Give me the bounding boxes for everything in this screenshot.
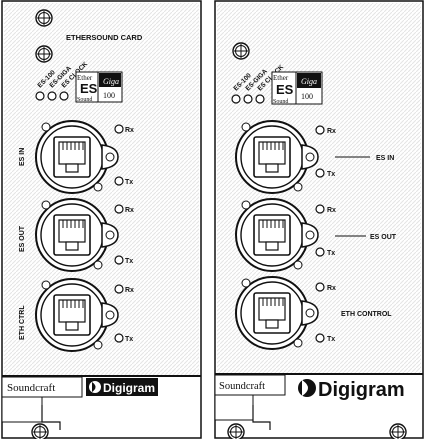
soundcraft-logo-text: Soundcraft	[7, 382, 55, 394]
led-rx-icon	[315, 282, 325, 292]
screw-icon	[232, 42, 250, 60]
led-es100-icon	[35, 91, 45, 101]
port-label: ES IN	[19, 148, 26, 166]
led-tx-icon	[315, 333, 325, 343]
card-title: ETHERSOUND CARD	[66, 33, 143, 42]
bracket	[1, 396, 43, 423]
led-esclock-icon	[255, 94, 265, 104]
port-es-out: ES OUT Rx Tx	[19, 198, 134, 272]
logo-100-text: 100	[301, 92, 313, 101]
port-eth-ctrl: ETH CTRL Rx Tx	[19, 278, 134, 352]
led-tx-icon	[114, 333, 124, 343]
bracket	[214, 394, 254, 421]
soundcraft-logo-text: Soundcraft	[219, 381, 265, 392]
led-tx-icon	[114, 255, 124, 265]
led-esclock-icon	[59, 91, 69, 101]
rx-label: Rx	[327, 285, 336, 292]
rx-label: Rx	[125, 127, 134, 134]
logo-giga-text: Giga	[301, 77, 317, 86]
digigram-logo: Digigram	[298, 379, 405, 401]
tx-label: Tx	[125, 179, 133, 186]
tx-label: Tx	[125, 336, 133, 343]
tx-label: Tx	[327, 250, 335, 257]
divider	[2, 375, 201, 377]
led-rx-icon	[315, 204, 325, 214]
right-card: ES-100 ES-GIGA ES CLOCK Ether ES Sound G…	[214, 0, 424, 439]
digigram-logo: Digigram	[86, 378, 158, 396]
digigram-logo-text: Digigram	[318, 379, 405, 401]
led-rx-icon	[114, 204, 124, 214]
screw-icon	[31, 423, 49, 439]
rx-label: Rx	[327, 128, 336, 135]
logo-100-text: 100	[103, 91, 115, 100]
led-rx-icon	[114, 124, 124, 134]
screw-icon	[35, 9, 53, 27]
port-label: ES IN	[376, 155, 394, 162]
screw-icon	[35, 45, 53, 63]
screw-icon	[227, 423, 245, 439]
tx-label: Tx	[327, 171, 335, 178]
led-rx-icon	[315, 125, 325, 135]
tx-label: Tx	[327, 336, 335, 343]
led-es100-icon	[231, 94, 241, 104]
led-tx-icon	[315, 168, 325, 178]
led-rx-icon	[114, 284, 124, 294]
ethersound-logo: Ether ES Sound Giga 100	[271, 71, 323, 105]
logo-sound-text: Sound	[77, 97, 92, 103]
bracket-outline	[41, 405, 61, 430]
rx-label: Rx	[125, 287, 134, 294]
led-tx-icon	[315, 247, 325, 257]
logo-ether-text: Ether	[77, 74, 93, 82]
port-label: ETH CTRL	[19, 305, 26, 340]
led-esgiga-icon	[47, 91, 57, 101]
left-card: ETHERSOUND CARD ES-100 ES-GIGA ES CLOCK …	[1, 0, 202, 439]
ethersound-logo: Ether ES Sound Giga 100	[75, 71, 123, 103]
port-es-out: Rx Tx ES OUT	[235, 198, 397, 272]
logo-es-mark: ES	[80, 81, 98, 96]
led-tx-icon	[114, 176, 124, 186]
port-es-in: Rx Tx ES IN	[235, 120, 394, 194]
logo-ether-text: Ether	[273, 74, 289, 82]
port-es-in: ES IN Rx Tx	[19, 120, 134, 194]
logo-giga-text: Giga	[103, 77, 119, 86]
screw-icon	[389, 423, 407, 439]
port-label: ES OUT	[370, 234, 397, 241]
port-eth-control: Rx Tx ETH CONTROL	[235, 276, 392, 350]
bracket-outline	[252, 405, 271, 430]
logo-sound-text: Sound	[273, 99, 288, 105]
rx-label: Rx	[125, 207, 134, 214]
digigram-logo-text: Digigram	[103, 381, 155, 395]
divider	[215, 373, 423, 375]
tx-label: Tx	[125, 258, 133, 265]
port-label: ETH CONTROL	[341, 311, 392, 318]
rx-label: Rx	[327, 207, 336, 214]
port-label: ES OUT	[19, 225, 26, 252]
led-esgiga-icon	[243, 94, 253, 104]
logo-es-mark: ES	[276, 82, 294, 97]
